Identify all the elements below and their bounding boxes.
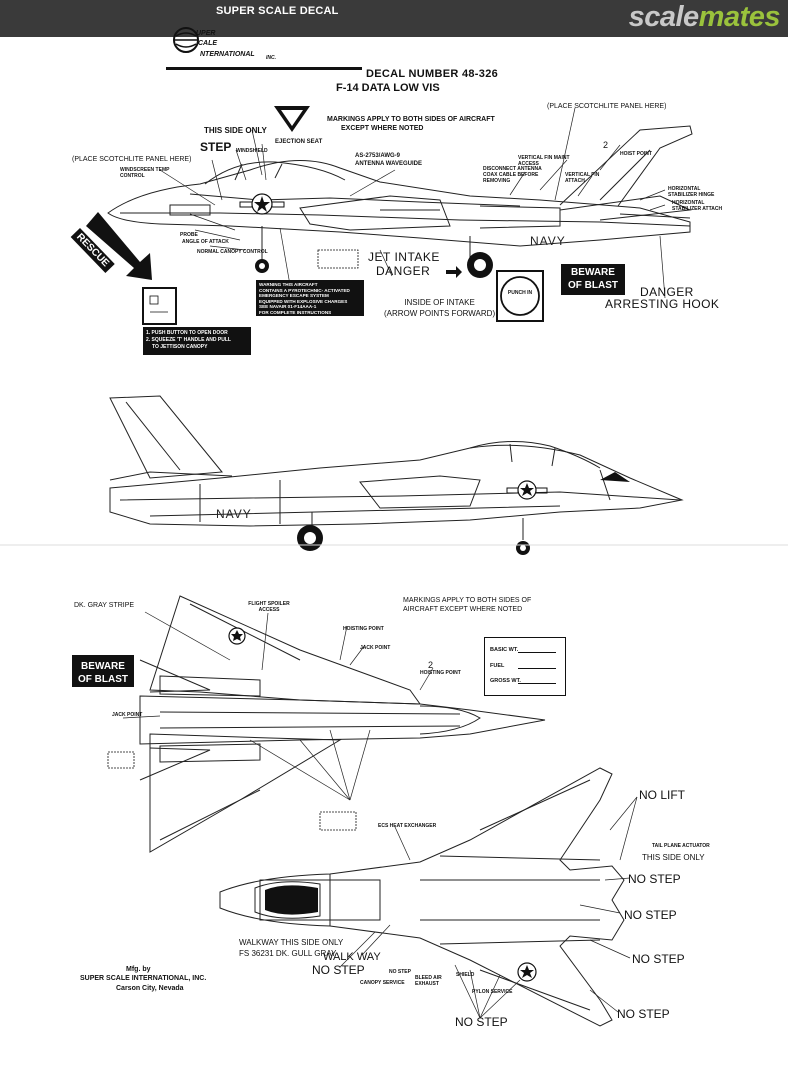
bleed-air-label: BLEED AIR EXHAUST [415, 975, 442, 987]
gray-stripe-label: DK. GRAY STRIPE [74, 602, 135, 609]
scotchlite-label-left: (PLACE SCOTCHLITE PANEL HERE) [72, 156, 192, 163]
rescue-arrow-label: RESCUE [70, 228, 115, 273]
hoist-point-label: HOIST POINT [620, 151, 652, 157]
logo-text-line2: CALE [198, 40, 218, 47]
danger-hook-label-1: DANGER [640, 285, 694, 299]
jack-point-label-2: JACK POINT [112, 712, 143, 718]
windshield-label: WINDSHIELD [236, 148, 268, 154]
tail-plane-actuator-label: TAIL PLANE ACTUATOR [652, 843, 710, 849]
scalemates-logo[interactable]: scalemates [628, 1, 781, 33]
waveguide-label: AS-2753/AWG-9 ANTENNA WAVEGUIDE [355, 153, 423, 167]
ejection-seat-label: EJECTION SEAT [275, 139, 323, 145]
inside-intake-note: INSIDE OF INTAKE (ARROW POINTS FORWARD) [384, 298, 496, 318]
step-label: STEP [200, 140, 232, 154]
logo-text-line1: UPER [196, 30, 216, 37]
markings-note-plan: MARKINGS APPLY TO BOTH SIDES OF AIRCRAFT… [403, 597, 532, 613]
jet-intake-label: JET INTAKE [368, 250, 440, 264]
pylon-service-label: PYLON SERVICE [472, 989, 513, 995]
ejection-warning-decal: WARNING THIS AIRCRAFT CONTAINS A PYROTEC… [256, 280, 364, 316]
decal-title: SUPER SCALE DECAL [216, 5, 339, 17]
canopy-service-label: CANOPY SERVICE [360, 980, 405, 986]
fin-attach-label: VERTICAL FIN ATTACH [565, 172, 600, 184]
side-number-2: 2 [603, 140, 609, 150]
no-step-label-3: NO STEP [632, 952, 685, 966]
fin-maint-access-label: VERTICAL FIN MAINT ACCESS [518, 155, 570, 167]
footer-mfg: Mfg. by [126, 966, 151, 973]
no-step-label-4: NO STEP [617, 1007, 670, 1021]
site-header-bar: SUPER SCALE DECAL scalemates [0, 0, 788, 37]
logo-text-line3: NTERNATIONAL [200, 51, 255, 58]
markings-note-side: MARKINGS APPLY TO BOTH SIDES OF AIRCRAFT… [327, 116, 495, 132]
no-step-label-5: NO STEP [455, 1015, 508, 1029]
footer-company: SUPER SCALE INTERNATIONAL, INC. [80, 975, 207, 982]
hoisting-point-label-2: HOISTING POINT [420, 670, 461, 676]
intake-danger-label: DANGER [376, 264, 431, 278]
hstab-hinge-label: HORIZONTAL STABILIZER HINGE [668, 186, 715, 198]
probe-label: PROBE [180, 232, 198, 238]
windscreen-temp-label: WINDSCREEN TEMP CONTROL [120, 167, 170, 179]
jack-point-label-1: JACK POINT [360, 645, 391, 651]
no-step-label-1: NO STEP [628, 872, 681, 886]
shield-label: SHIELD [456, 972, 475, 978]
scotchlite-label-right: (PLACE SCOTCHLITE PANEL HERE) [547, 103, 667, 110]
navy-lettering-2: NAVY [216, 507, 252, 521]
angle-of-attack-label: ANGLE OF ATTACK [182, 239, 229, 245]
footer-city: Carson City, Nevada [116, 985, 184, 992]
beware-blast-decal-1: BEWARE OF BLAST [561, 264, 625, 295]
weight-table-decal: BASIC WT. FUEL GROSS WT. [484, 637, 566, 696]
no-step-label-6: NO STEP [312, 963, 365, 977]
danger-hook-label-2: ARRESTING HOOK [605, 297, 720, 311]
navy-lettering-1: NAVY [530, 234, 566, 248]
no-lift-label: NO LIFT [639, 788, 686, 802]
logo-inc: INC. [266, 55, 276, 61]
walk-way-label: WALK WAY [323, 951, 381, 963]
heat-exchanger-label: ECS HEAT EXCHANGER [378, 823, 437, 829]
hoisting-point-label-1: HOISTING POINT [343, 626, 384, 632]
beware-blast-decal-2: BEWARE OF BLAST [72, 655, 134, 687]
decal-number: DECAL NUMBER 48-326 [366, 68, 499, 80]
this-side-only-label-2: THIS SIDE ONLY [642, 853, 705, 862]
hstab-attach-label: HORIZONTAL STABILIZER ATTACH [672, 200, 723, 212]
no-step-label-2: NO STEP [624, 908, 677, 922]
normal-canopy-control-label: NORMAL CANOPY CONTROL [197, 249, 268, 255]
decal-subtitle: F-14 DATA LOW VIS [336, 82, 440, 94]
plan-number-2: 2 [428, 660, 434, 670]
flight-spoiler-label: FLIGHT SPOILER ACCESS [248, 601, 290, 613]
this-side-only-label: THIS SIDE ONLY [204, 126, 267, 135]
no-step-small-label: NO STEP [389, 969, 411, 975]
disconnect-antenna-label: DISCONNECT ANTENNA COAX CABLE BEFORE REM… [483, 166, 542, 184]
walkway-note: WALKWAY THIS SIDE ONLY FS 36231 DK. GULL… [239, 938, 344, 958]
canopy-jettison-decal: 1. PUSH BUTTON TO OPEN DOOR 2. SQUEEZE '… [143, 327, 251, 355]
punch-in-label: PUNCH IN [507, 290, 533, 296]
